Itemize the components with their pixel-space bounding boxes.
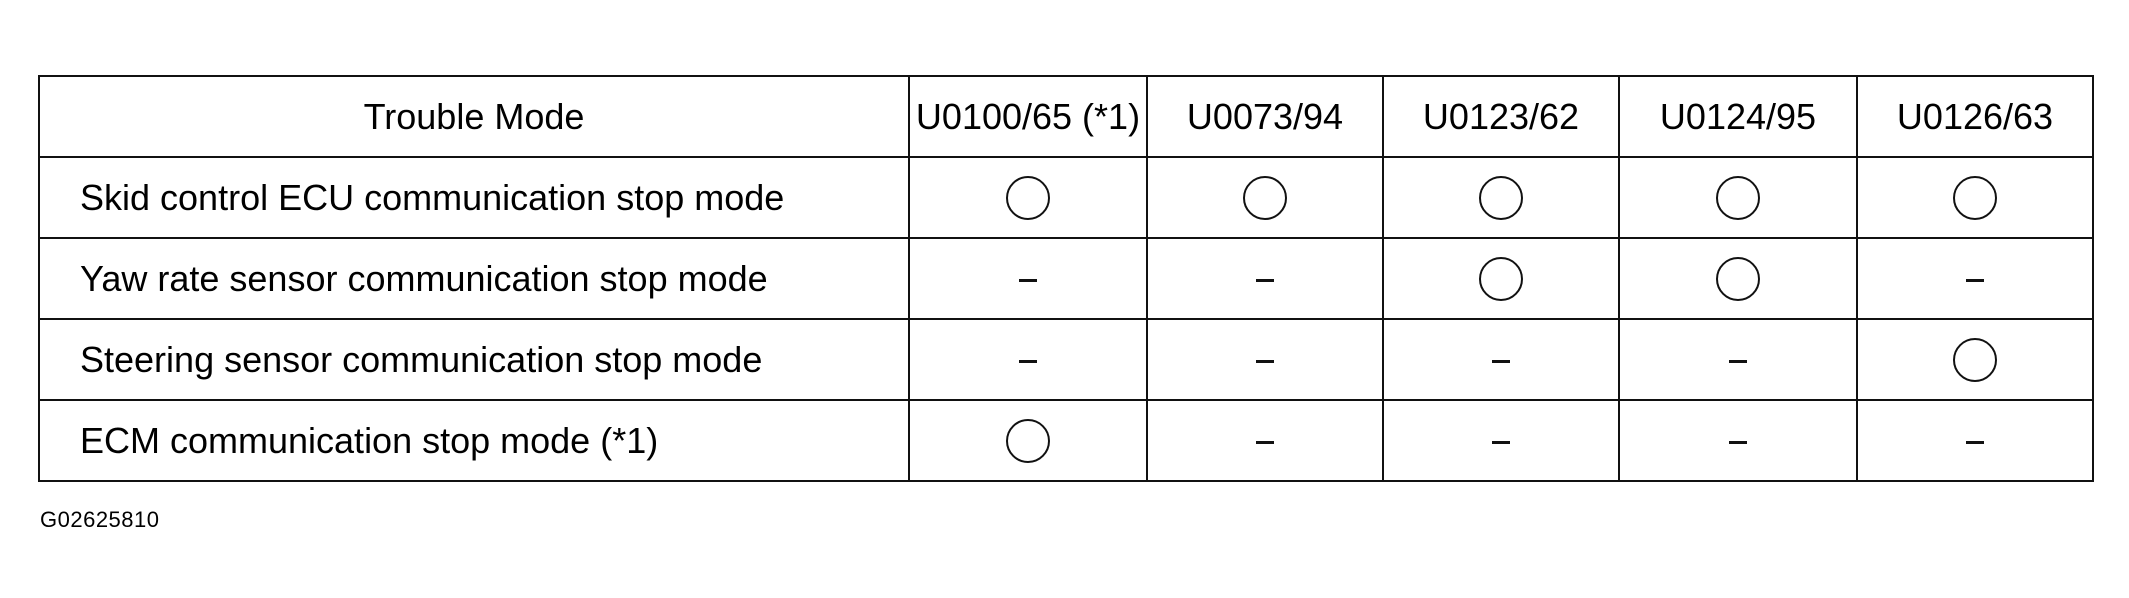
mark-cell [908, 156, 1148, 239]
circle-mark-icon [1243, 176, 1287, 221]
table-row: ECM communication stop mode (*1) [38, 399, 2094, 482]
mark-cell [1856, 318, 2094, 401]
mark-cell [1856, 156, 2094, 239]
table-row: Skid control ECU communication stop mode [38, 156, 2094, 239]
circle-mark-icon [1953, 338, 1997, 383]
circle-mark-icon [1716, 176, 1760, 221]
mark-cell [1618, 237, 1858, 320]
dash-mark-icon [1256, 441, 1274, 445]
mark-cell [1146, 318, 1384, 401]
dash-mark-icon [1966, 279, 1984, 283]
mark-cell [1856, 399, 2094, 482]
mark-cell [1382, 237, 1620, 320]
header-row: Trouble Mode U0100/65 (*1) U0073/94 U012… [38, 75, 2094, 158]
dash-mark-icon [1729, 360, 1747, 364]
mark-cell [908, 237, 1148, 320]
dtc-header-u0124: U0124/95 [1618, 75, 1858, 158]
trouble-mode-label: Skid control ECU communication stop mode [38, 156, 910, 239]
trouble-mode-label: ECM communication stop mode (*1) [38, 399, 910, 482]
mark-cell [1618, 399, 1858, 482]
circle-mark-icon [1953, 176, 1997, 221]
mark-cell [908, 399, 1148, 482]
mark-cell [1618, 318, 1858, 401]
dtc-header-u0100: U0100/65 (*1) [908, 75, 1148, 158]
mark-cell [1856, 237, 2094, 320]
dash-mark-icon [1966, 441, 1984, 445]
table-row: Steering sensor communication stop mode [38, 318, 2094, 401]
mark-cell [1146, 156, 1384, 239]
mark-cell [1382, 318, 1620, 401]
figure-id: G02625810 [40, 507, 160, 532]
circle-mark-icon [1479, 257, 1523, 302]
dash-mark-icon [1019, 279, 1037, 283]
circle-mark-icon [1716, 257, 1760, 302]
circle-mark-icon [1006, 419, 1050, 464]
trouble-mode-label: Steering sensor communication stop mode [38, 318, 910, 401]
dtc-header-u0126: U0126/63 [1856, 75, 2094, 158]
table-row: Yaw rate sensor communication stop mode [38, 237, 2094, 320]
mark-cell [1382, 156, 1620, 239]
dash-mark-icon [1256, 279, 1274, 283]
dtc-header-u0073: U0073/94 [1146, 75, 1384, 158]
trouble-mode-label: Yaw rate sensor communication stop mode [38, 237, 910, 320]
dash-mark-icon [1492, 441, 1510, 445]
circle-mark-icon [1006, 176, 1050, 221]
dtc-header-u0123: U0123/62 [1382, 75, 1620, 158]
mark-cell [1146, 399, 1384, 482]
circle-mark-icon [1479, 176, 1523, 221]
dash-mark-icon [1729, 441, 1747, 445]
mark-cell [1146, 237, 1384, 320]
trouble-mode-header: Trouble Mode [38, 75, 910, 158]
dash-mark-icon [1492, 360, 1510, 364]
trouble-mode-table: Trouble Mode U0100/65 (*1) U0073/94 U012… [38, 75, 2094, 482]
dash-mark-icon [1019, 360, 1037, 364]
mark-cell [908, 318, 1148, 401]
mark-cell [1618, 156, 1858, 239]
dash-mark-icon [1256, 360, 1274, 364]
mark-cell [1382, 399, 1620, 482]
